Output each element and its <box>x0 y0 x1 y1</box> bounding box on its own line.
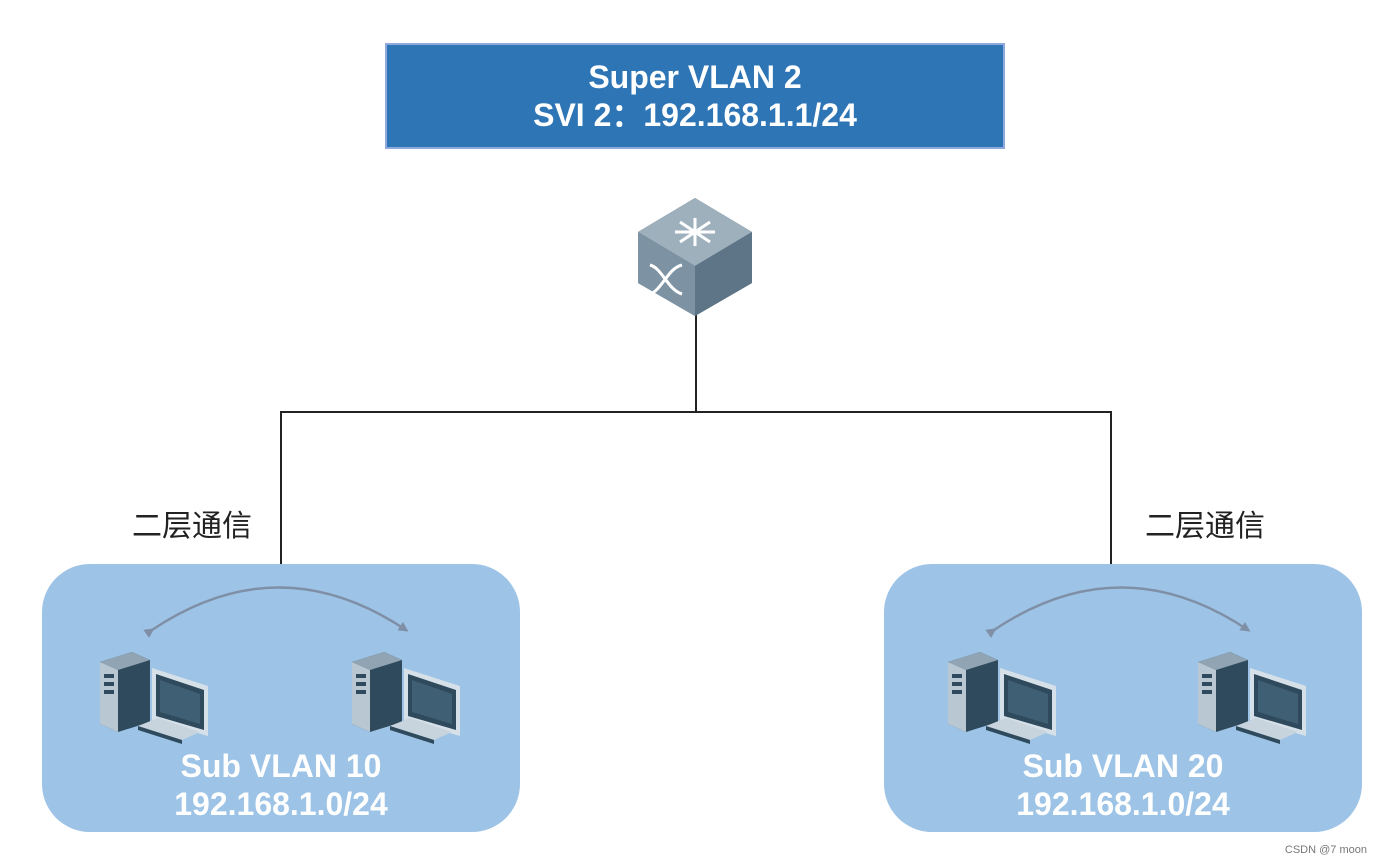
layer2-comm-label: 二层通信 <box>132 509 252 544</box>
sub-vlan-network: 192.168.1.0/24 <box>174 786 388 822</box>
super-vlan-svi: SVI 2：192.168.1.1/24 <box>533 97 857 133</box>
sub-vlan-name: Sub VLAN 20 <box>1022 748 1224 784</box>
pc-icon <box>1198 652 1306 744</box>
super-vlan-box: Super VLAN 2 SVI 2：192.168.1.1/24 <box>385 43 1005 149</box>
pc-icon <box>100 652 208 744</box>
pc-icon <box>948 652 1056 744</box>
comm-arrow-left <box>143 586 409 639</box>
comm-arrow-right <box>985 586 1251 639</box>
layer3-switch-icon <box>638 198 752 316</box>
super-vlan-title: Super VLAN 2 <box>588 59 802 95</box>
layer2-comm-label: 二层通信 <box>1145 509 1265 544</box>
pc-icon <box>352 652 460 744</box>
watermark: CSDN @7 moon <box>1284 844 1367 856</box>
sub-vlan-network: 192.168.1.0/24 <box>1016 786 1230 822</box>
sub-vlan-name: Sub VLAN 10 <box>180 748 382 784</box>
